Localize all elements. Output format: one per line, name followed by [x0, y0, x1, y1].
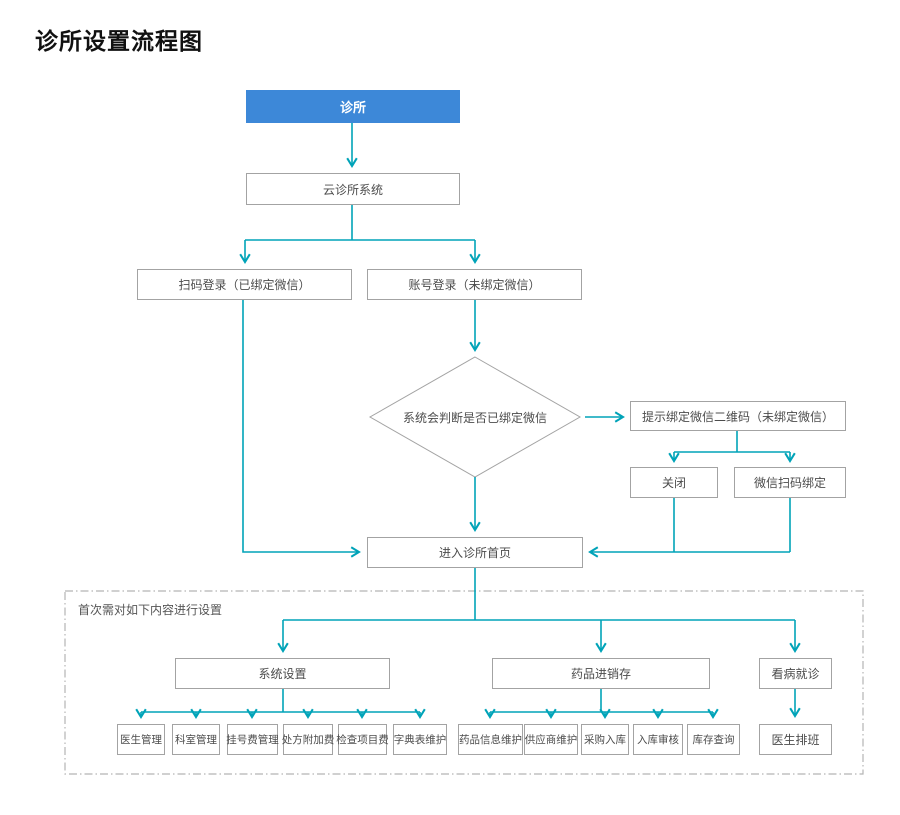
node-system-settings: 系统设置: [175, 658, 390, 689]
node-prompt-bind-qrcode: 提示绑定微信二维码（未绑定微信）: [630, 401, 846, 431]
node-wechat-scan-bind: 微信扫码绑定: [734, 467, 846, 498]
node-dictionary-maintenance: 字典表维护: [393, 724, 447, 755]
node-purchase-inbound: 采购入库: [581, 724, 629, 755]
node-prescription-surcharge: 处方附加费: [282, 724, 334, 755]
node-exam-item-fee: 检查项目费: [336, 724, 389, 755]
node-enter-clinic-home: 进入诊所首页: [367, 537, 583, 568]
setup-section-border: [64, 590, 864, 775]
node-clinic: 诊所: [246, 90, 460, 123]
node-visit: 看病就诊: [759, 658, 832, 689]
node-doctor-schedule: 医生排班: [759, 724, 832, 755]
node-scan-login: 扫码登录（已绑定微信）: [137, 269, 352, 300]
page-title: 诊所设置流程图: [35, 28, 203, 54]
node-account-login: 账号登录（未绑定微信）: [367, 269, 582, 300]
node-close: 关闭: [630, 467, 718, 498]
node-registration-fee-management: 挂号费管理: [226, 724, 279, 755]
node-stock-query: 库存查询: [687, 724, 740, 755]
connectors: [135, 123, 801, 719]
node-doctor-management: 医生管理: [117, 724, 165, 755]
node-drug-inventory: 药品进销存: [492, 658, 710, 689]
node-drug-info-maintenance: 药品信息维护: [458, 724, 523, 755]
node-supplier-maintenance: 供应商维护: [524, 724, 578, 755]
setup-section-label: 首次需对如下内容进行设置: [78, 603, 223, 617]
node-judge-wechat-bound: 系统会判断是否已绑定微信: [402, 410, 547, 425]
node-inbound-review: 入库审核: [633, 724, 683, 755]
node-department-management: 科室管理: [172, 724, 220, 755]
node-cloud-system: 云诊所系统: [246, 173, 460, 205]
